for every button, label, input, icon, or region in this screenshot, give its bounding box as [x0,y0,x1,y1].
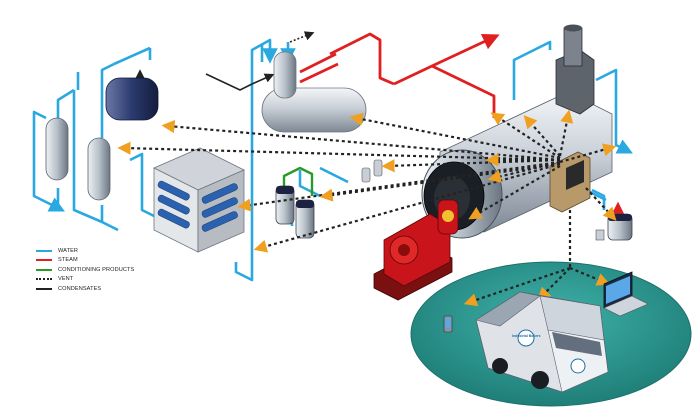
legend-swatch [36,268,52,271]
legend-label: CONDENSATES [58,285,102,292]
legend-item-vent: VENT [36,275,186,284]
legend-swatch [36,278,52,280]
steam-pipes [299,32,627,228]
legend-swatch [36,249,52,252]
softener-icon [45,117,111,201]
van-logo-text: Industrial Boilers [512,334,541,338]
legend-label: WATER [58,247,79,254]
water-pipes [32,38,633,282]
smartphone-icon [443,315,453,333]
legend-label: VENT [58,276,74,282]
signal-lines [117,109,617,307]
chimney-icon [555,24,595,115]
legend: WATER STEAM CONDITIONING PRODUCTS VENT C… [36,246,186,294]
legend-label: STEAM [58,257,78,263]
legend-label: CONDITIONING PRODUCTS [58,266,135,273]
legend-swatch [36,259,52,261]
conditioning-pipes [282,166,314,196]
brine-tank-icon [105,77,159,121]
valve-icon [361,159,383,183]
legend-item-condensates: CONDENSATES [36,284,186,293]
condensate-tank-icon [595,213,633,241]
dosing-tank-icon [275,185,315,239]
legend-item-steam: STEAM [36,256,186,265]
burner-icon [373,199,459,301]
legend-swatch [36,287,52,290]
osmosis-unit-icon [153,147,245,253]
deaerator-icon [261,51,367,133]
laptop-icon [603,271,649,317]
legend-item-conditioning: CONDITIONING PRODUCTS [36,265,186,274]
service-van-icon [475,291,609,393]
legend-item-water: WATER [36,246,186,255]
